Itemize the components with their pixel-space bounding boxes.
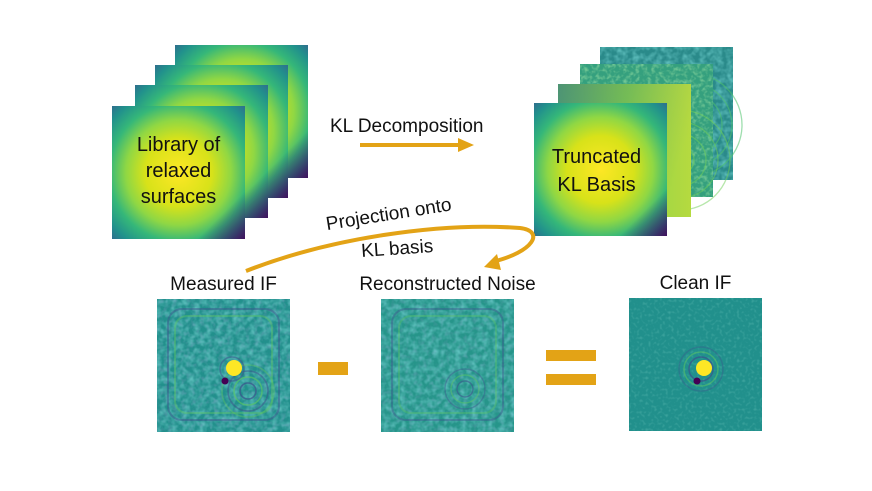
clean-if-map [629,298,762,431]
equals-operator [546,350,596,385]
kl-decomposition-arrow [360,138,474,152]
measured-if-map [157,299,290,432]
library-label-line1: Library of [136,134,221,156]
truncated-basis-label-line2: KL Basis [557,174,636,196]
kl-decomposition-label: KL Decomposition [330,116,484,137]
library-label-line2: relaxed [145,160,212,182]
library-surface-1 [112,106,245,239]
reconstructed-noise-map [381,299,514,432]
reconstructed-noise-title: Reconstructed Noise [359,274,536,295]
truncated-basis-label: Truncated KL Basis [534,143,659,199]
library-label-line3: surfaces [140,186,217,208]
library-stack [112,45,308,239]
basis-stack [534,47,743,236]
truncated-basis-label-line1: Truncated [551,146,642,168]
clean-if-title: Clean IF [659,273,732,294]
projection-arrow [245,224,536,273]
basis-mode-1 [534,103,667,236]
minus-operator [318,362,348,375]
library-label: Library of relaxed surfaces [112,132,245,210]
measured-if-title: Measured IF [170,274,277,295]
